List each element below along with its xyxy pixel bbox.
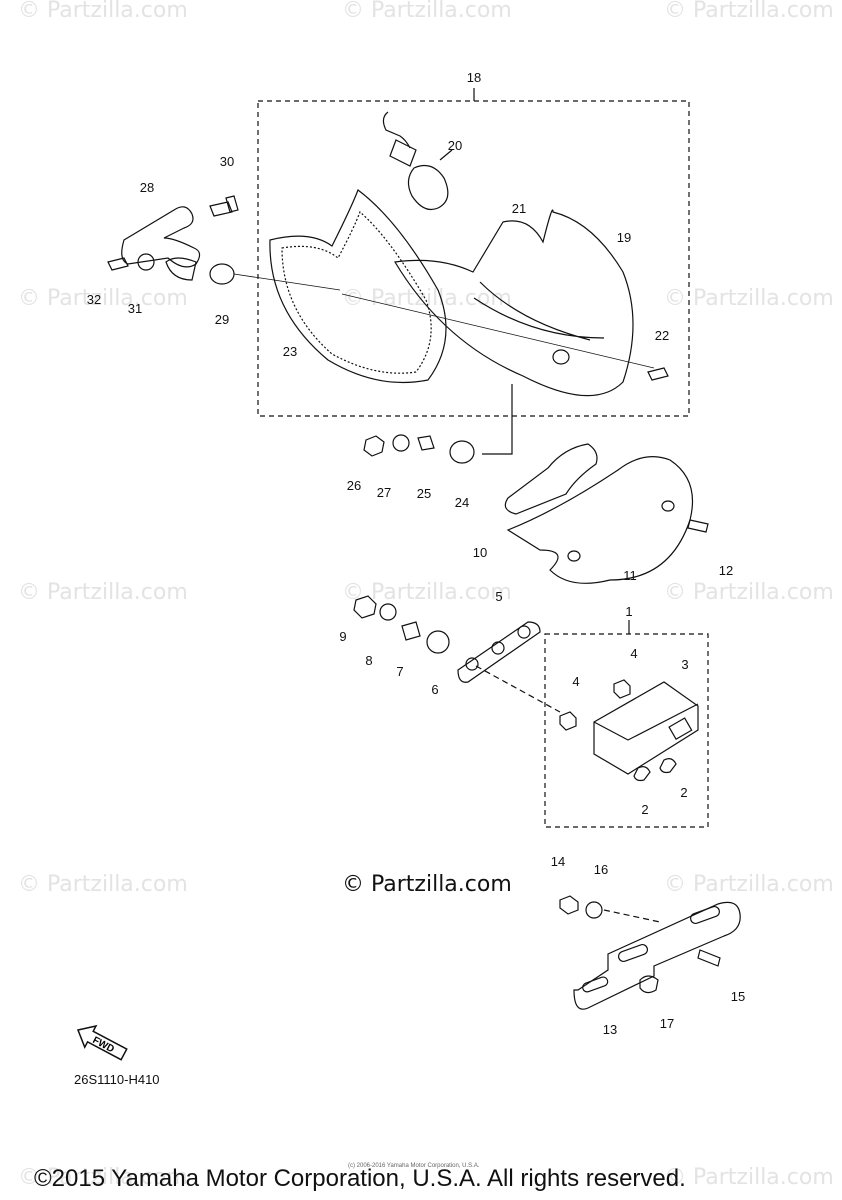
fwd-label: FWD <box>91 1035 116 1055</box>
part-number-18: 18 <box>467 70 481 85</box>
watermark-row3-left: © Partzilla.com <box>18 580 188 605</box>
bolt-32 <box>107 257 129 271</box>
part-number-12: 12 <box>719 563 733 578</box>
part-number-26: 26 <box>347 478 361 493</box>
plate-5 <box>457 621 541 683</box>
screw-22 <box>647 367 669 381</box>
watermark-row4-right: © Partzilla.com <box>664 872 834 897</box>
grommet-29 <box>209 263 235 285</box>
part-number-23: 23 <box>283 344 297 359</box>
washer-8 <box>379 603 397 621</box>
part-number-8: 8 <box>365 653 372 668</box>
washer-27 <box>392 434 410 452</box>
part-number-6: 6 <box>431 682 438 697</box>
housing-19 <box>394 209 634 397</box>
grommet-6 <box>426 630 450 654</box>
bulb-socket <box>382 111 417 167</box>
watermark-bottom-right: © Partzilla.com <box>664 1165 834 1190</box>
copyright-notice: ©2015 Yamaha Motor Corporation, U.S.A. A… <box>34 1165 686 1192</box>
watermark-row3-right: © Partzilla.com <box>664 580 834 605</box>
small-print: (c) 2006-2016 Yamaha Motor Corporation, … <box>348 1163 480 1169</box>
part-number-27: 27 <box>377 485 391 500</box>
part-number-30: 30 <box>220 154 234 169</box>
bracket-13 <box>573 901 741 1010</box>
part-number-9: 9 <box>339 629 346 644</box>
bolt-30 <box>209 195 239 217</box>
lens-23 <box>269 189 447 384</box>
part-number-31: 31 <box>128 301 142 316</box>
part-number-2: 2 <box>641 802 648 817</box>
part-number-4: 4 <box>630 646 637 661</box>
part-number-1: 1 <box>625 604 632 619</box>
nut-26 <box>363 435 385 457</box>
washer-31 <box>137 253 155 271</box>
part-number-32: 32 <box>87 292 101 307</box>
plug-17 <box>639 975 659 994</box>
diagram-code: 26S1110-H410 <box>74 1072 160 1087</box>
part-number-4: 4 <box>572 674 579 689</box>
part-number-2: 2 <box>680 785 687 800</box>
nut-14 <box>559 895 579 915</box>
part-number-29: 29 <box>215 312 229 327</box>
watermark-row4-left: © Partzilla.com <box>18 872 188 897</box>
part-number-28: 28 <box>140 180 154 195</box>
part-number-25: 25 <box>417 486 431 501</box>
part-number-20: 20 <box>448 138 462 153</box>
nut-4-upper <box>613 679 631 699</box>
part-number-16: 16 <box>594 862 608 877</box>
watermark-top-center: © Partzilla.com <box>342 0 512 23</box>
part-number-15: 15 <box>731 989 745 1004</box>
part-number-22: 22 <box>655 328 669 343</box>
part-number-24: 24 <box>455 495 469 510</box>
assembly-box-18 <box>257 100 690 417</box>
nut-4-lower <box>559 711 577 731</box>
part-number-5: 5 <box>495 589 502 604</box>
part-number-10: 10 <box>473 545 487 560</box>
part-number-11: 11 <box>623 568 637 583</box>
bracket-10 <box>504 443 598 515</box>
bracket-28 <box>121 206 201 268</box>
watermark-top-right: © Partzilla.com <box>664 0 834 23</box>
part-number-14: 14 <box>551 854 565 869</box>
washer-16 <box>585 901 603 919</box>
center-watermark: © Partzilla.com <box>342 872 512 897</box>
part-number-17: 17 <box>660 1016 674 1031</box>
bulb-2-left <box>633 766 651 782</box>
fwd-arrow: FWD <box>76 1024 128 1061</box>
collar-7 <box>401 621 421 641</box>
watermark-top-left: © Partzilla.com <box>18 0 188 23</box>
part-number-21: 21 <box>512 201 526 216</box>
screw-12 <box>687 519 709 533</box>
nut-9 <box>353 595 377 619</box>
watermark-row3-center: © Partzilla.com <box>342 580 512 605</box>
grommet-24 <box>449 440 475 464</box>
bolt-15 <box>697 949 721 967</box>
bulb-2-right <box>659 758 677 774</box>
part-number-13: 13 <box>603 1022 617 1037</box>
cover-11 <box>506 456 694 584</box>
assembly-box-1 <box>544 633 709 828</box>
watermark-row2-left: © Partzilla.com <box>18 286 188 311</box>
bulb-20 <box>407 165 449 211</box>
part-number-3: 3 <box>681 657 688 672</box>
part-number-7: 7 <box>396 664 403 679</box>
watermark-bottom-left: © Partzilla.com <box>18 1165 188 1190</box>
collar-25 <box>417 435 435 451</box>
part-number-19: 19 <box>617 230 631 245</box>
license-light-3 <box>593 681 699 775</box>
watermark-row2-right: © Partzilla.com <box>664 286 834 311</box>
